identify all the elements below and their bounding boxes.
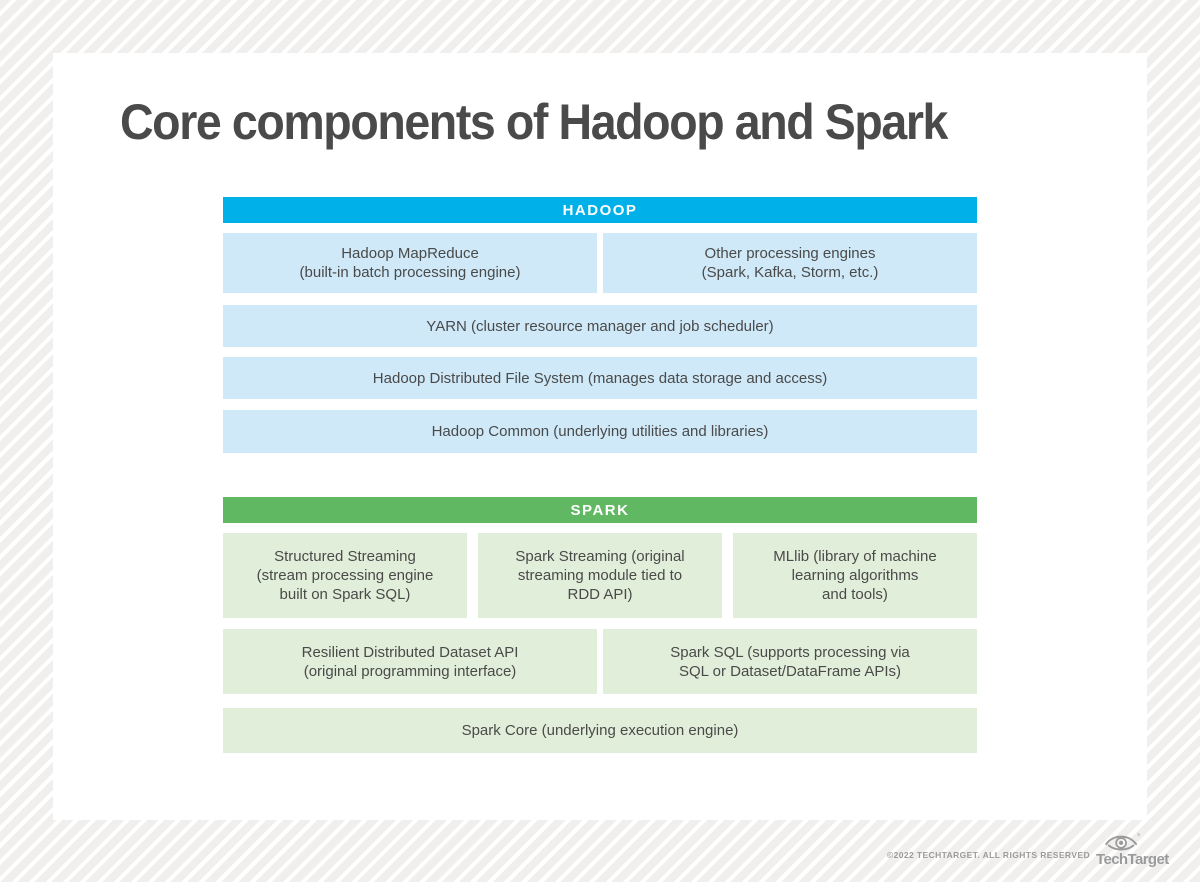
hadoop-hdfs-box: Hadoop Distributed File System (manages … (223, 357, 977, 399)
page-title: Core components of Hadoop and Spark (120, 94, 948, 150)
spark-core-box: Spark Core (underlying execution engine) (223, 708, 977, 753)
techtarget-wordmark: TechTarget (1096, 851, 1169, 868)
spark-structured-streaming-box: Structured Streaming (stream processing … (223, 533, 467, 618)
spark-sql-box: Spark SQL (supports processing via SQL o… (603, 629, 977, 694)
hadoop-common-box: Hadoop Common (underlying utilities and … (223, 410, 977, 453)
spark-streaming-box: Spark Streaming (original streaming modu… (478, 533, 722, 618)
spark-mllib-box: MLlib (library of machine learning algor… (733, 533, 977, 618)
hadoop-mapreduce-box: Hadoop MapReduce (built-in batch process… (223, 233, 597, 293)
spark-rdd-api-box: Resilient Distributed Dataset API (origi… (223, 629, 597, 694)
techtarget-logo: ® TechTarget (1096, 831, 1169, 868)
hadoop-section-header: HADOOP (223, 197, 977, 223)
copyright-text: ©2022 TechTarget. All rights reserved (886, 850, 1090, 860)
hadoop-other-engines-box: Other processing engines (Spark, Kafka, … (603, 233, 977, 293)
svg-text:®: ® (1137, 832, 1141, 837)
spark-section-header: SPARK (223, 497, 977, 523)
eye-icon: ® (1096, 831, 1148, 853)
hadoop-yarn-box: YARN (cluster resource manager and job s… (223, 305, 977, 347)
